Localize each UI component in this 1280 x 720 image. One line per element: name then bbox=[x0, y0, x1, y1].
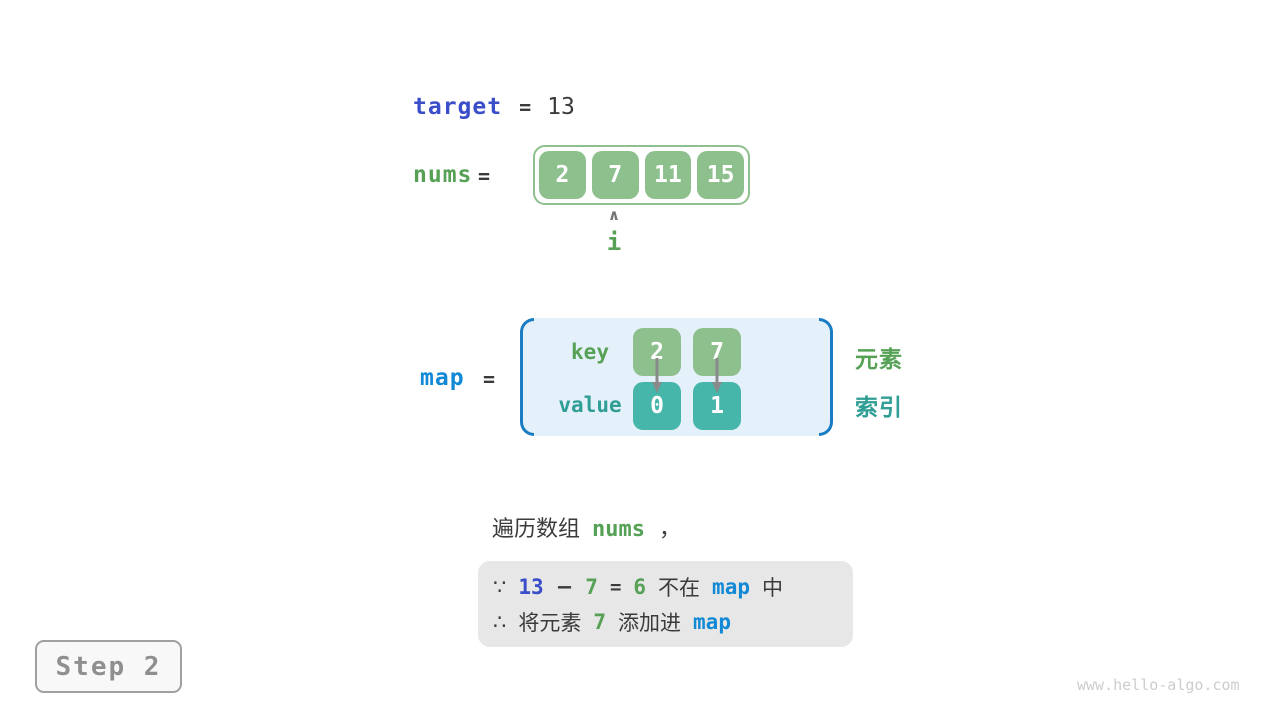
key-to-value-arrow-icon bbox=[712, 358, 722, 393]
difference-number-token: 6 bbox=[633, 574, 647, 599]
caption-suffix: ， bbox=[659, 517, 682, 542]
target-value: 13 bbox=[547, 94, 575, 120]
minus-operator: − bbox=[555, 574, 574, 599]
target-line: target = 13 bbox=[413, 94, 575, 120]
explanation-note-box: ∵ 13 − 7 = 6 不在 map 中 ∴ 将元素 7 添加进 map bbox=[478, 561, 853, 647]
note-line-2: ∴ 将元素 7 添加进 map bbox=[493, 604, 853, 639]
target-variable-label: target bbox=[413, 94, 503, 120]
array-cell: 11 bbox=[644, 151, 692, 199]
map-value-row-label: value bbox=[558, 393, 622, 417]
map-left-bracket bbox=[520, 318, 534, 436]
note-line-1: ∵ 13 − 7 = 6 不在 map 中 bbox=[493, 569, 853, 604]
map-container: key value 2 7 0 1 bbox=[520, 318, 833, 436]
element-number-token: 7 bbox=[585, 574, 598, 599]
map-token: map bbox=[712, 574, 750, 599]
note-text: 将元素 bbox=[518, 610, 582, 635]
index-pointer-arrow-icon: ∧ bbox=[607, 206, 621, 224]
therefore-symbol: ∴ bbox=[493, 609, 507, 634]
caption-prefix: 遍历数组 bbox=[492, 517, 581, 542]
note-text: 中 bbox=[761, 575, 783, 600]
nums-variable-label: nums bbox=[413, 162, 473, 188]
step-badge: Step 2 bbox=[35, 640, 182, 693]
equals-operator: = bbox=[609, 575, 622, 598]
array-cell: 15 bbox=[697, 151, 744, 199]
map-value-cell: 0 bbox=[633, 382, 681, 430]
nums-equals-sign: = bbox=[478, 164, 491, 188]
element-side-label: 元素 bbox=[855, 347, 903, 373]
map-value-cell: 1 bbox=[693, 382, 741, 430]
key-to-value-arrow-icon bbox=[652, 358, 662, 393]
map-equals-sign: = bbox=[483, 367, 496, 391]
array-cell: 7 bbox=[591, 151, 639, 199]
target-equals-sign: = bbox=[519, 95, 532, 119]
index-side-label: 索引 bbox=[855, 395, 903, 421]
watermark-url: www.hello-algo.com bbox=[1077, 676, 1240, 694]
map-right-bracket bbox=[819, 318, 833, 436]
caption-nums-token: nums bbox=[592, 517, 645, 542]
index-pointer-label: i bbox=[606, 228, 622, 256]
because-symbol: ∵ bbox=[493, 574, 507, 599]
element-number-token: 7 bbox=[593, 609, 607, 634]
map-token: map bbox=[693, 609, 731, 634]
caption-line: 遍历数组 nums ， bbox=[492, 511, 681, 543]
map-key-row-label: key bbox=[571, 340, 609, 364]
nums-array: 2 7 11 15 bbox=[533, 145, 750, 205]
array-cell: 2 bbox=[539, 151, 586, 199]
map-variable-label: map bbox=[420, 365, 465, 391]
target-number-token: 13 bbox=[518, 574, 544, 599]
note-text: 添加进 bbox=[618, 610, 682, 635]
note-text: 不在 bbox=[658, 575, 701, 600]
